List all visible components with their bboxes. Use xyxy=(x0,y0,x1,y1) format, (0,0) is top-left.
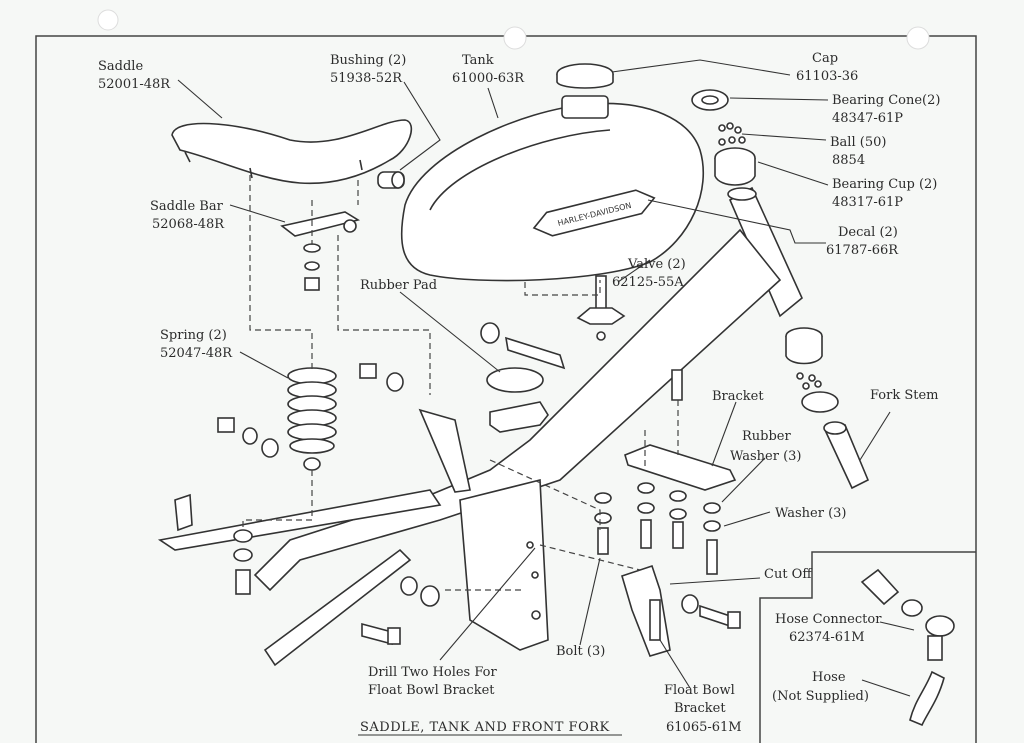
svg-text:Float Bowl Bracket: Float Bowl Bracket xyxy=(368,683,495,698)
svg-text:61065-61M: 61065-61M xyxy=(666,720,742,735)
label-hose-connector: Hose Connector 62374-61M xyxy=(775,612,882,645)
svg-text:Decal (2): Decal (2) xyxy=(838,225,898,240)
bushing-part xyxy=(377,171,405,189)
svg-text:Fork Stem: Fork Stem xyxy=(870,388,939,403)
svg-text:Bracket: Bracket xyxy=(674,701,726,716)
assembly-lines xyxy=(242,175,679,591)
svg-text:Ball (50): Ball (50) xyxy=(830,135,886,150)
float-bowl-bracket-part xyxy=(621,564,741,657)
svg-text:52047-48R: 52047-48R xyxy=(160,346,233,361)
label-cut-off: Cut Off xyxy=(764,567,813,582)
bracket-part xyxy=(624,369,737,491)
label-washer: Washer (3) xyxy=(775,506,846,521)
svg-text:Rubber: Rubber xyxy=(742,429,791,444)
label-bearing-cup: Bearing Cup (2) 48317-61P xyxy=(832,177,937,210)
label-decal: Decal (2) 61787-66R xyxy=(826,225,899,258)
svg-text:Tank: Tank xyxy=(462,53,494,68)
frame-part xyxy=(157,228,782,667)
svg-text:Saddle Bar: Saddle Bar xyxy=(150,199,224,214)
svg-text:Cap: Cap xyxy=(812,51,838,66)
label-hose: Hose (Not Supplied) xyxy=(772,670,869,704)
label-cap: Cap 61103-36 xyxy=(796,51,858,84)
diagram-caption: SADDLE, TANK AND FRONT FORK xyxy=(360,720,610,735)
rubber-pad-part xyxy=(480,322,566,433)
bearing-cup-part xyxy=(714,147,756,186)
svg-text:51938-52R: 51938-52R xyxy=(330,71,403,86)
label-saddle-bar: Saddle Bar 52068-48R xyxy=(150,199,225,232)
label-fork-stem: Fork Stem xyxy=(870,388,939,403)
svg-text:Washer (3): Washer (3) xyxy=(730,449,801,464)
svg-text:48317-61P: 48317-61P xyxy=(832,195,903,210)
label-bushing: Bushing (2) 51938-52R xyxy=(330,53,406,86)
label-bracket: Bracket xyxy=(712,389,764,404)
svg-text:52068-48R: 52068-48R xyxy=(152,217,225,232)
svg-text:62125-55A: 62125-55A xyxy=(612,275,684,290)
label-saddle: Saddle 52001-48R xyxy=(98,59,171,92)
svg-text:62374-61M: 62374-61M xyxy=(789,630,865,645)
svg-text:Rubber Pad: Rubber Pad xyxy=(360,278,437,293)
svg-text:52001-48R: 52001-48R xyxy=(98,77,171,92)
saddle-bar-part xyxy=(280,211,361,291)
label-bearing-cone: Bearing Cone(2) 48347-61P xyxy=(832,93,940,126)
inset-box xyxy=(759,551,976,743)
label-rubber-pad: Rubber Pad xyxy=(360,278,437,293)
leader-lines xyxy=(177,59,915,697)
svg-text:Hose: Hose xyxy=(812,670,846,685)
punch-hole xyxy=(503,26,527,50)
svg-text:Bearing Cone(2): Bearing Cone(2) xyxy=(832,93,940,108)
cap-part xyxy=(556,63,614,89)
svg-text:Washer (3): Washer (3) xyxy=(775,506,846,521)
bolt-washer-set xyxy=(233,482,721,646)
svg-text:Spring (2): Spring (2) xyxy=(160,328,227,343)
label-rubber-washer: Rubber Washer (3) xyxy=(730,429,801,464)
svg-text:(Not Supplied): (Not Supplied) xyxy=(772,689,869,704)
label-bolt: Bolt (3) xyxy=(556,644,605,659)
saddle-part xyxy=(171,119,413,185)
svg-text:Hose Connector: Hose Connector xyxy=(775,612,882,627)
label-ball: Ball (50) 8854 xyxy=(830,135,886,168)
valve-part xyxy=(576,275,626,341)
svg-text:61103-36: 61103-36 xyxy=(796,69,858,84)
svg-text:Bracket: Bracket xyxy=(712,389,764,404)
svg-text:Drill Two Holes For: Drill Two Holes For xyxy=(368,665,497,680)
svg-text:Valve (2): Valve (2) xyxy=(627,257,686,272)
tank-part: HARLEY-DAVIDSON xyxy=(400,95,705,282)
hose-connector-part xyxy=(860,568,955,661)
svg-text:Bearing Cup (2): Bearing Cup (2) xyxy=(832,177,937,192)
bearing-cone-part xyxy=(691,89,729,111)
label-float-bowl-bracket: Float Bowl Bracket 61065-61M xyxy=(664,683,742,735)
label-spring: Spring (2) 52047-48R xyxy=(160,328,233,361)
svg-text:Bushing (2): Bushing (2) xyxy=(330,53,406,68)
fork-stem-part xyxy=(785,327,870,490)
label-valve: Valve (2) 62125-55A xyxy=(612,257,686,290)
ball-part xyxy=(718,122,746,146)
punch-hole xyxy=(97,9,119,31)
svg-text:48347-61P: 48347-61P xyxy=(832,111,903,126)
hose-part xyxy=(909,670,945,727)
svg-text:61000-63R: 61000-63R xyxy=(452,71,525,86)
svg-text:Float Bowl: Float Bowl xyxy=(664,683,735,698)
punch-hole xyxy=(906,26,930,50)
spring-part xyxy=(287,367,337,471)
label-tank: Tank 61000-63R xyxy=(452,53,525,86)
svg-text:Saddle: Saddle xyxy=(98,59,143,74)
svg-text:61787-66R: 61787-66R xyxy=(826,243,899,258)
label-drill: Drill Two Holes For Float Bowl Bracket xyxy=(368,665,497,698)
svg-text:8854: 8854 xyxy=(832,153,865,168)
svg-text:Bolt (3): Bolt (3) xyxy=(556,644,605,659)
nut-washer-set xyxy=(217,363,404,458)
svg-text:Cut Off: Cut Off xyxy=(764,567,813,582)
